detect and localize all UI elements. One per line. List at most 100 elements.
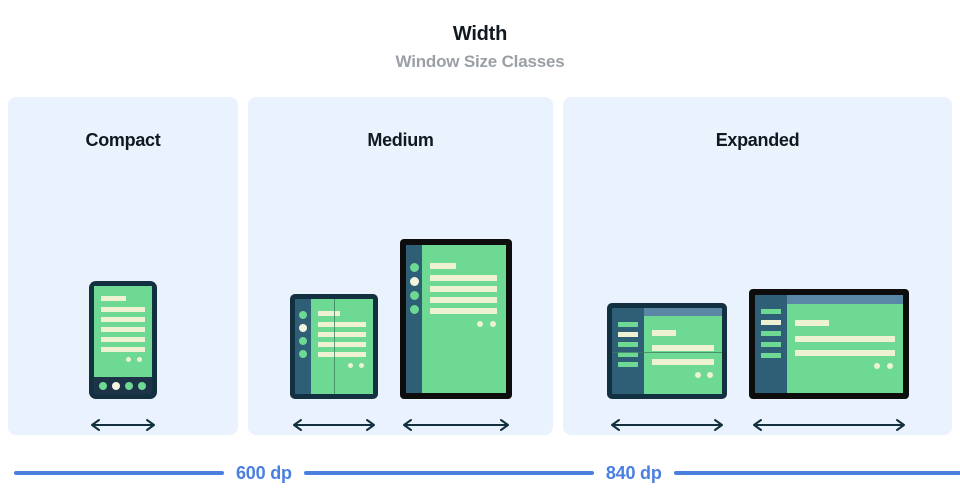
size-class-panels: Compact <box>8 97 952 435</box>
width-arrow-foldable-portrait <box>290 415 378 435</box>
sidebar-dot[interactable] <box>409 263 419 272</box>
content-line <box>651 359 714 365</box>
action-dot <box>706 372 713 378</box>
action-dot <box>886 363 893 369</box>
nav-dot-active[interactable] <box>112 382 120 390</box>
device-foldable-portrait <box>289 294 378 399</box>
content-line <box>101 327 145 332</box>
sidebar-item[interactable] <box>760 309 781 314</box>
sidebar-item[interactable] <box>617 362 638 367</box>
device-foldable-landscape <box>606 303 727 399</box>
action-dot <box>347 363 353 368</box>
panel-title-compact: Compact <box>85 130 161 150</box>
scale-segment-compact <box>14 471 224 475</box>
sidebar-dot[interactable] <box>298 337 307 345</box>
panel-title-medium: Medium <box>367 130 434 150</box>
content-line <box>101 307 145 312</box>
double-arrow-icon <box>402 419 509 431</box>
breakpoint-label-600: 600 dp <box>236 462 292 483</box>
sidebar-dot[interactable] <box>298 350 307 358</box>
sidebar-item[interactable] <box>617 342 638 347</box>
nav-dot[interactable] <box>138 382 146 390</box>
foldable-sidebar <box>294 299 311 394</box>
scale-segment-expanded <box>673 471 960 475</box>
sidebar-item[interactable] <box>760 353 781 358</box>
fold-crease <box>333 299 335 394</box>
action-dot <box>126 357 131 362</box>
foldable-landscape-screen <box>611 308 722 394</box>
sidebar-dot[interactable] <box>409 305 419 314</box>
content-line <box>101 347 145 352</box>
action-dot <box>137 357 142 362</box>
phone-screen <box>94 286 152 394</box>
device-col-phone <box>88 281 158 435</box>
page-header: Width Window Size Classes <box>0 0 960 73</box>
panel-medium: Medium <box>248 97 553 435</box>
content-line <box>101 296 126 301</box>
sidebar-item-active[interactable] <box>760 320 781 325</box>
content-line <box>429 263 456 269</box>
width-arrow-tablet-landscape <box>750 415 908 435</box>
tablet-landscape-screen <box>754 295 903 393</box>
content-line <box>317 342 366 347</box>
content-line <box>101 337 145 342</box>
scale-segment-medium <box>303 471 594 475</box>
sidebar-item[interactable] <box>760 342 781 347</box>
content-line <box>429 297 497 303</box>
double-arrow-icon <box>752 419 905 431</box>
content-line <box>794 350 895 356</box>
double-arrow-icon <box>610 419 723 431</box>
sidebar-dot-active[interactable] <box>298 324 307 332</box>
sidebar-item[interactable] <box>760 331 781 336</box>
sidebar-item[interactable] <box>617 352 638 357</box>
content-line <box>651 345 714 351</box>
foldable-screen <box>294 299 373 394</box>
page-subtitle: Window Size Classes <box>395 52 565 71</box>
panel-expanded: Expanded <box>563 97 952 435</box>
tablet-screen <box>405 245 506 393</box>
sidebar-item-active[interactable] <box>617 332 638 337</box>
content-line <box>794 320 829 326</box>
action-dot <box>358 363 364 368</box>
width-arrow-foldable-landscape <box>608 415 726 435</box>
breakpoint-scale: 600 dp 840 dp <box>0 452 960 494</box>
phone-bottom-nav <box>94 377 152 394</box>
foldable-landscape-sidebar <box>611 308 644 394</box>
content-line <box>317 332 366 337</box>
content-line <box>317 352 366 357</box>
sidebar-dot[interactable] <box>409 291 419 300</box>
double-arrow-icon <box>91 419 155 431</box>
device-stage-compact <box>8 165 238 435</box>
device-tablet-portrait <box>399 239 512 399</box>
app-topbar <box>643 308 722 316</box>
sidebar-item[interactable] <box>617 322 638 327</box>
nav-dot[interactable] <box>125 382 133 390</box>
device-phone-portrait <box>89 281 157 399</box>
device-tablet-landscape <box>748 289 909 399</box>
content-line <box>317 322 366 327</box>
content-line <box>101 317 145 322</box>
device-col-foldable-portrait <box>289 294 378 435</box>
action-dot <box>476 321 483 327</box>
content-line <box>429 308 497 314</box>
app-topbar <box>786 295 903 304</box>
device-col-tablet-landscape <box>748 289 909 435</box>
sidebar-dot[interactable] <box>298 311 307 319</box>
double-arrow-icon <box>292 419 375 431</box>
fold-crease <box>611 352 722 353</box>
nav-dot[interactable] <box>99 382 107 390</box>
width-arrow-compact <box>88 415 158 435</box>
page-title: Width <box>452 23 508 45</box>
content-line <box>794 336 895 342</box>
breakpoint-label-840: 840 dp <box>605 462 662 483</box>
sidebar-dot-active[interactable] <box>409 277 419 286</box>
content-line <box>651 330 676 336</box>
device-col-foldable-landscape <box>606 303 727 435</box>
device-stage-medium <box>248 165 553 435</box>
panel-compact: Compact <box>8 97 238 435</box>
action-dot <box>694 372 701 378</box>
content-line <box>317 311 340 316</box>
content-line <box>429 286 497 292</box>
device-col-tablet-portrait <box>399 239 512 435</box>
action-dot <box>489 321 496 327</box>
